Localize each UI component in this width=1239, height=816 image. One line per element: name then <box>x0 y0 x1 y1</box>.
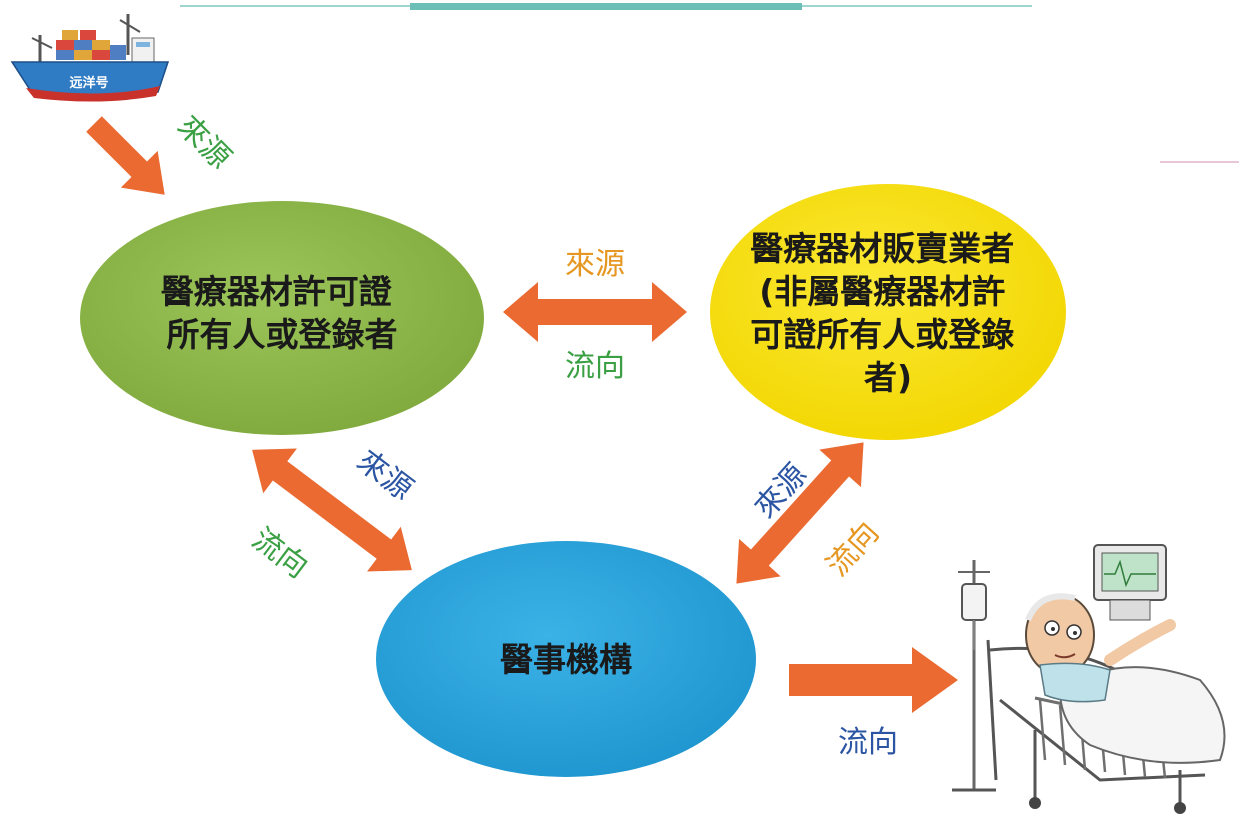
label-holder-vendor-source: 來源 <box>565 247 625 282</box>
label-holder-vendor-flow: 流向 <box>565 349 625 384</box>
node-medical-institution: 醫事機構 <box>376 541 756 777</box>
label-ship-to-holder: 來源 <box>170 109 237 176</box>
label-vendor-institution-flow: 流向 <box>820 515 886 583</box>
cargo-ship-icon: 远洋号 <box>10 14 170 102</box>
node-license-holder: 醫療器材許可證 所有人或登錄者 <box>80 201 484 435</box>
node-license-holder-label: 醫療器材許可證 所有人或登錄者 <box>161 272 404 354</box>
label-institution-to-patient: 流向 <box>838 725 898 760</box>
arrow-vendor-institution <box>736 442 864 584</box>
node-vendor: 醫療器材販賣業者 (非屬醫療器材許 可證所有人或登錄 者) <box>710 184 1066 440</box>
top-rule <box>180 3 1032 10</box>
label-holder-institution-flow: 流向 <box>245 521 314 585</box>
arrow-holder-institution <box>252 448 412 572</box>
arrow-institution-to-patient <box>789 647 958 713</box>
label-holder-institution-source: 來源 <box>350 443 419 507</box>
arrow-holder-vendor <box>503 282 687 342</box>
node-vendor-label: 醫療器材販賣業者 (非屬醫療器材許 可證所有人或登錄 者) <box>750 229 1026 397</box>
arrow-ship-to-holder <box>86 116 165 195</box>
node-medical-institution-label: 醫事機構 <box>500 640 632 679</box>
ship-name-label: 远洋号 <box>69 75 108 91</box>
hospital-patient-icon <box>952 544 1226 814</box>
